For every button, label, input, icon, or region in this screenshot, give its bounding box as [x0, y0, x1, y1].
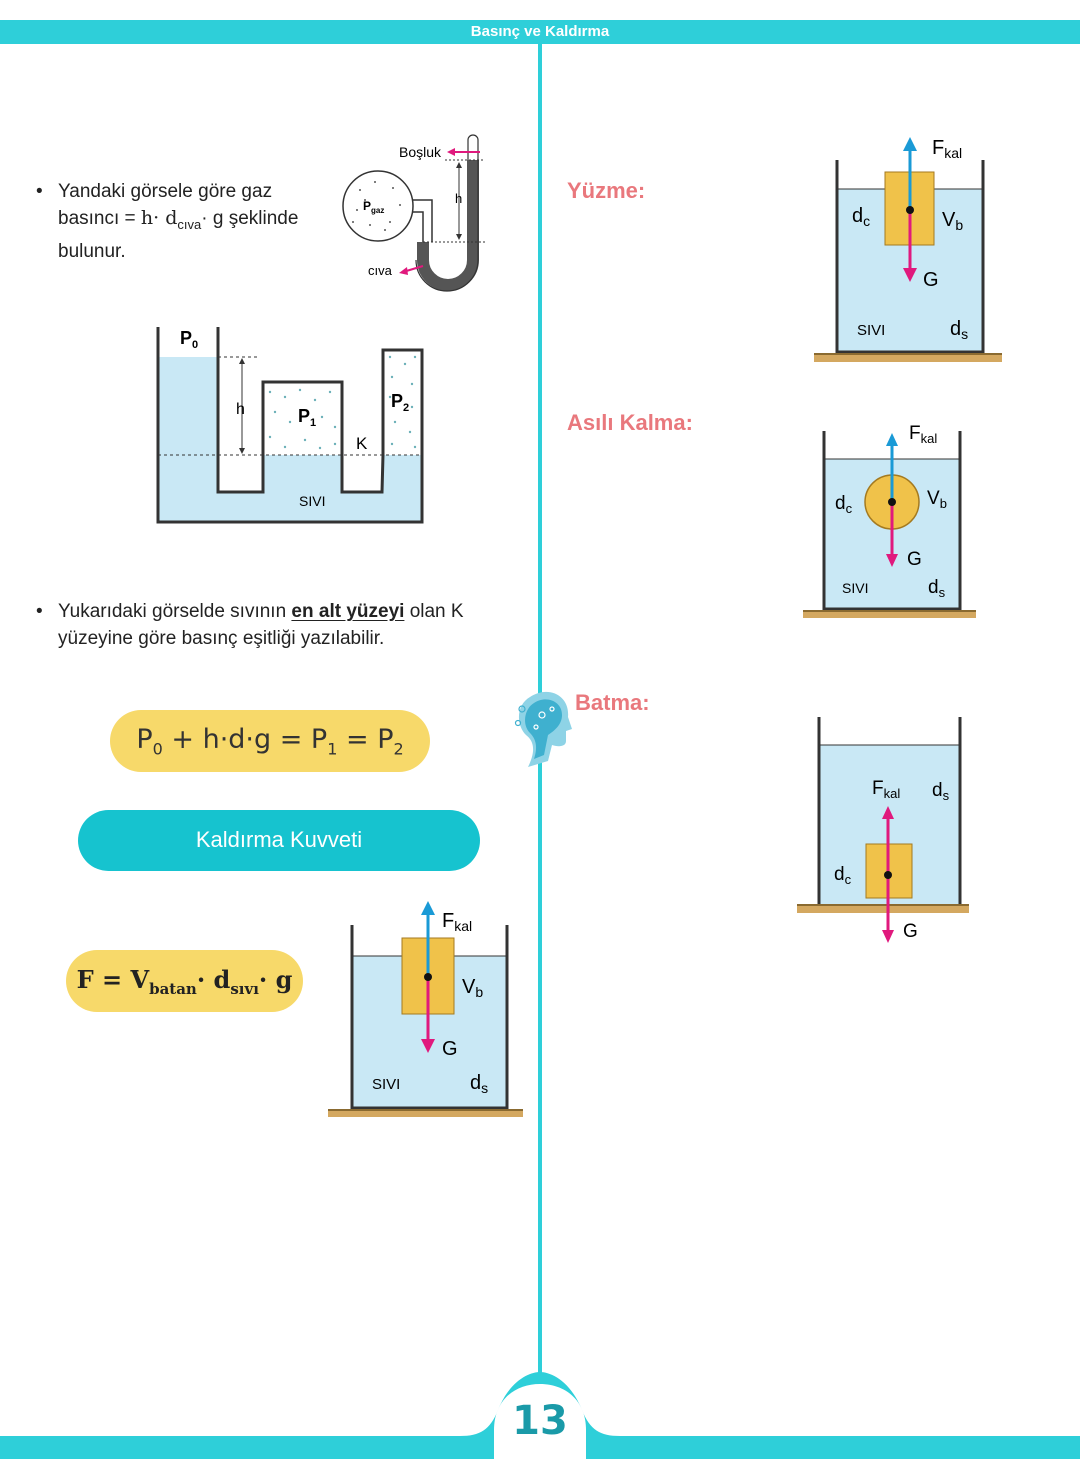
vessel-h-label: h	[236, 401, 245, 418]
batma-dc-label: dc	[834, 864, 852, 887]
asili-sivi-label: SIVI	[842, 580, 868, 596]
p1-label: P1	[298, 406, 316, 429]
yuzme-diagram: Fkal dc Vb G SIVI ds	[814, 137, 1002, 362]
tank-vb-label: Vb	[462, 976, 483, 1000]
p2-label: P2	[391, 391, 409, 414]
bosluk-label: Boşluk	[399, 144, 442, 160]
manometer-diagram: Pgaz h Boşluk cıva	[342, 134, 485, 292]
bullet1-line3: bulunur.	[58, 240, 126, 262]
yuzme-fkal-label: Fkal	[932, 137, 962, 161]
pressure-equation: P0 + h·d·g = P1 = P2	[136, 724, 404, 759]
chevron-left-icon	[359, 20, 397, 44]
yuzme-dc-label: dc	[852, 205, 870, 229]
bullet-pressure-equality: • Yukarıdaki görselde sıvının en alt yüz…	[36, 598, 518, 652]
vessel-sivi-label: SIVI	[299, 493, 325, 509]
batma-diagram: Fkal ds dc G	[797, 717, 969, 943]
asili-ds-label: ds	[928, 577, 946, 600]
bullet2-line2: yüzeyine göre basınç eşitliği yazılabili…	[58, 628, 385, 649]
pgaz-label: Pgaz	[363, 199, 384, 215]
bullet-dot: •	[36, 601, 43, 622]
head-logo-icon	[514, 691, 572, 767]
buoyancy-formula: F = Vbatan· dsıvı· g	[76, 965, 293, 998]
yuzme-label: Yüzme:	[567, 178, 646, 203]
kaldirma-kuvveti-title: Kaldırma Kuvveti	[78, 810, 480, 871]
bullet1-line1: Yandaki görsele göre gaz	[58, 181, 273, 202]
yuzme-sivi-label: SIVI	[857, 322, 885, 339]
tank-ds-label: ds	[470, 1072, 488, 1096]
bullet-dot: •	[36, 181, 43, 202]
batma-g-label: G	[903, 921, 918, 942]
pressure-equation-pill: P0 + h·d·g = P1 = P2	[110, 710, 430, 772]
page-number: 13	[512, 1398, 568, 1444]
asili-dc-label: dc	[835, 493, 853, 516]
batma-fkal-label: Fkal	[872, 778, 900, 801]
asili-kalma-diagram: Fkal dc Vb G SIVI ds	[803, 423, 976, 618]
header-title: Basınç ve Kaldırma	[470, 23, 610, 40]
batma-label: Batma:	[575, 690, 650, 715]
batma-ds-label: ds	[932, 780, 950, 803]
asili-kalma-label: Asılı Kalma:	[567, 410, 693, 435]
yuzme-ds-label: ds	[950, 318, 968, 342]
connected-vessel-diagram: h P0 P1 P2 K SIVI	[156, 327, 424, 524]
p0-label: P0	[180, 328, 198, 351]
yuzme-vb-label: Vb	[942, 209, 963, 233]
buoyancy-formula-pill: F = Vbatan· dsıvı· g	[66, 950, 303, 1012]
tank-fkal-label: Fkal	[442, 910, 472, 934]
asili-g-label: G	[907, 549, 922, 570]
bullet2-line1: Yukarıdaki görselde sıvının en alt yüzey…	[58, 601, 464, 622]
yuzme-g-label: G	[923, 269, 939, 291]
chevron-right-icon	[686, 20, 724, 44]
bullet1-line2: basıncı = h· dcıva· g şeklinde	[58, 207, 299, 232]
asili-vb-label: Vb	[927, 488, 947, 511]
asili-fkal-label: Fkal	[909, 423, 937, 446]
tank-g-label: G	[442, 1038, 458, 1060]
manometer-h-label: h	[455, 191, 462, 206]
tank-sivi-label: SIVI	[372, 1076, 400, 1093]
buoyancy-tank-diagram: Fkal Vb G SIVI ds	[328, 901, 523, 1117]
civa-label: cıva	[368, 263, 393, 278]
page-number-tab	[460, 1372, 620, 1459]
header-bar	[0, 20, 1080, 44]
k-label: K	[356, 434, 368, 453]
bullet-gas-pressure: • Yandaki görsele göre gaz basıncı = h· …	[36, 178, 338, 265]
